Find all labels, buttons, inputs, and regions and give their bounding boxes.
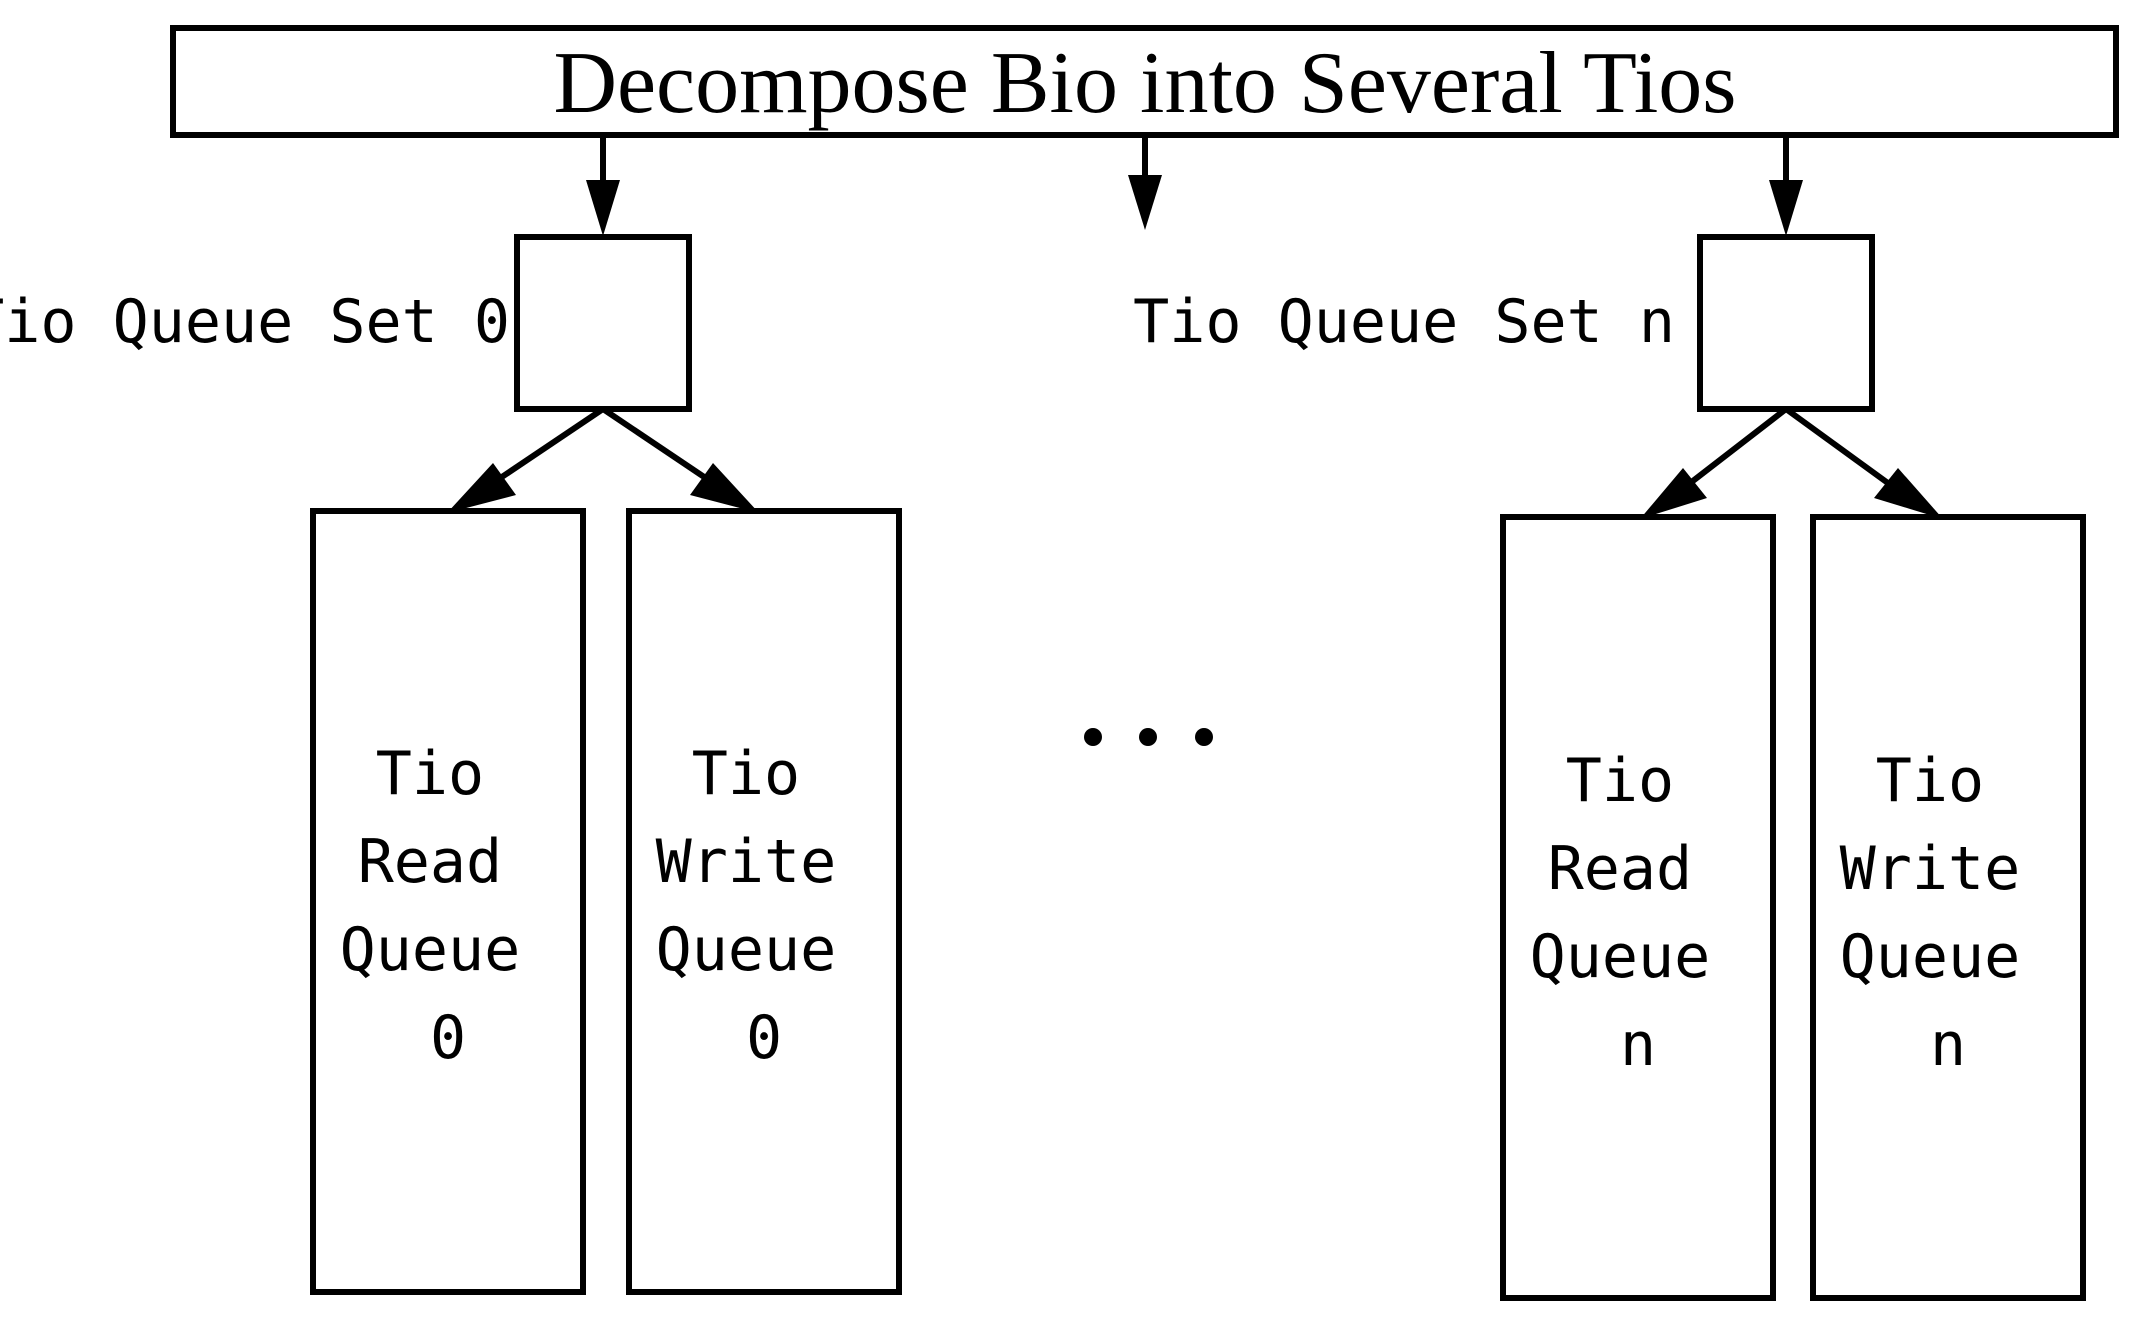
ellipsis-dot-2 <box>1139 728 1157 746</box>
tio-read-queue-0-label: Tio Read Queue 0 <box>340 739 557 1073</box>
tio-read-queue-n-label: Tio Read Queue n <box>1530 746 1747 1080</box>
ellipsis-dot-3 <box>1195 728 1213 746</box>
arrow-set-n-to-read-line <box>1674 406 1788 497</box>
decompose-box-label: Decompose Bio into Several Tios <box>553 35 1736 132</box>
tio-read-queue-n-line-3: Queue <box>1530 922 1711 992</box>
tio-read-queue-0-line-4: 0 <box>430 1003 466 1073</box>
arrow-to-set-0-head <box>586 180 620 236</box>
decompose-box: Decompose Bio into Several Tios <box>170 25 2119 138</box>
tio-write-queue-n-line-1: Tio <box>1876 746 1984 816</box>
tio-read-queue-n-line-1: Tio <box>1566 746 1674 816</box>
arrow-set-n-to-write-head <box>1874 468 1943 519</box>
tio-queue-set-0: Tio Queue Set 0 Tio Read Queue 0 Tio Wri… <box>0 234 902 1295</box>
tio-write-queue-n-line-3: Queue <box>1840 922 2021 992</box>
decompose-box-frame <box>170 25 2119 138</box>
arrow-set-n-to-write-line <box>1784 406 1905 497</box>
tio-queue-set-0-label: Tio Queue Set 0 <box>0 287 510 357</box>
tio-write-queue-0-label: Tio Write Queue 0 <box>656 739 873 1073</box>
tio-read-queue-0-line-3: Queue <box>340 915 521 985</box>
tio-read-queue-0-line-2: Read <box>358 827 503 897</box>
arrow-set-n-to-read-head <box>1640 468 1707 519</box>
arrow-set-0-to-write-line <box>601 406 724 492</box>
arrow-set-0-to-read-head <box>447 463 516 513</box>
tio-write-queue-n-line-4: n <box>1930 1010 1966 1080</box>
tio-read-queue-n-line-2: Read <box>1548 834 1693 904</box>
arrow-middle-head <box>1128 175 1162 230</box>
tio-write-queue-n-line-2: Write <box>1840 834 2021 904</box>
ellipsis-icon <box>1084 728 1213 746</box>
tio-read-queue-0-box <box>310 508 586 1295</box>
tio-read-queue-0-line-1: Tio <box>376 739 484 809</box>
tio-queue-set-n: Tio Queue Set n Tio Read Queue n Tio Wri… <box>1133 234 2086 1301</box>
tio-read-queue-n-box <box>1500 514 1776 1301</box>
tio-queue-set-0-box <box>514 234 692 412</box>
tio-write-queue-0-line-3: Queue <box>656 915 837 985</box>
ellipsis-dot-1 <box>1084 728 1102 746</box>
arrow-to-set-n-head <box>1769 180 1803 236</box>
tio-write-queue-n-box <box>1810 514 2086 1301</box>
tio-write-queue-0-line-4: 0 <box>746 1003 782 1073</box>
tio-write-queue-0-line-2: Write <box>656 827 837 897</box>
tio-write-queue-n-label: Tio Write Queue n <box>1840 746 2057 1080</box>
top-arrows <box>586 135 1803 236</box>
arrow-set-0-to-write-head <box>690 463 759 513</box>
tio-write-queue-0-box <box>626 508 902 1295</box>
tio-queue-set-n-label: Tio Queue Set n <box>1133 287 1675 357</box>
tio-write-queue-0-line-1: Tio <box>692 739 800 809</box>
tio-read-queue-n-line-4: n <box>1620 1010 1656 1080</box>
arrow-set-0-to-read-line <box>482 406 605 492</box>
tio-queue-set-n-box <box>1697 234 1875 412</box>
